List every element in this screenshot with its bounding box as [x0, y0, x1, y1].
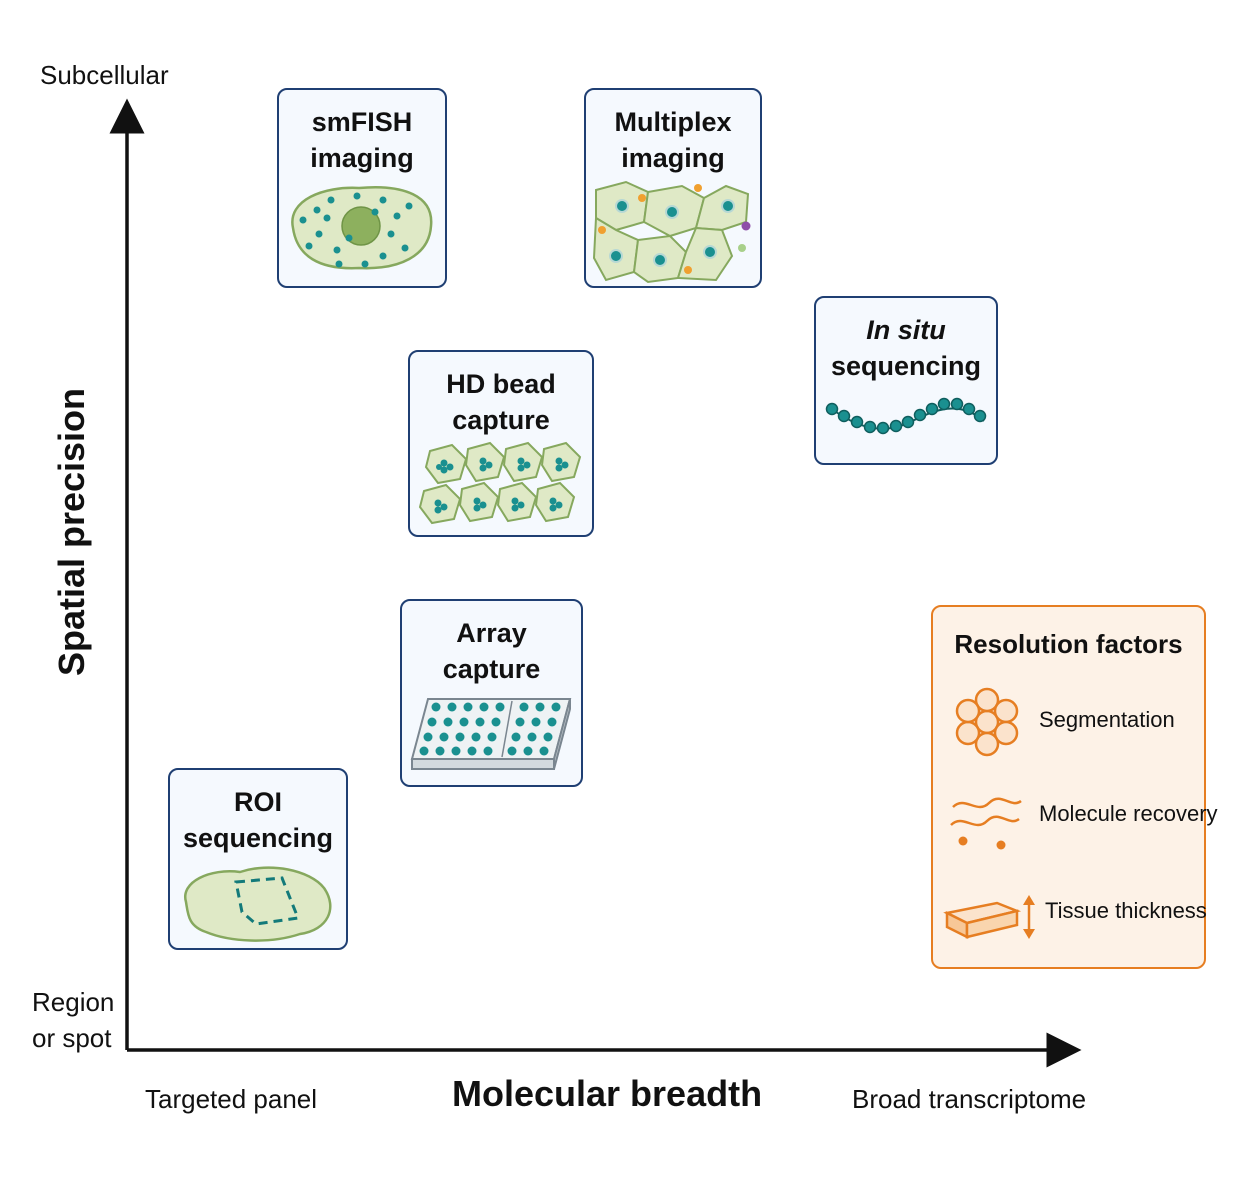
card-label-line1: HD bead	[446, 369, 556, 399]
x-axis-left-label: Targeted panel	[145, 1084, 318, 1114]
legend-resolution-factors: Resolution factors Segmentation Molecule…	[931, 605, 1218, 969]
card-label-line2: sequencing	[830, 351, 982, 381]
card-label-line2: capture	[442, 654, 541, 684]
array-slide-icon	[410, 698, 572, 770]
card-label-line2: sequencing	[182, 823, 334, 853]
card-label: Array capture	[402, 615, 581, 687]
y-axis-bottom-line2: or spot	[32, 1023, 112, 1053]
card-label-line2: imaging	[310, 143, 414, 173]
card-label: smFISH imaging	[279, 104, 445, 176]
molecule-recovery-icon	[950, 797, 1022, 850]
legend-title: Resolution factors	[954, 629, 1183, 659]
x-axis-right-label: Broad transcriptome	[852, 1084, 1087, 1114]
card-label-line1: smFISH	[311, 107, 413, 137]
card-label-line2: imaging	[621, 143, 725, 173]
roi-tissue-icon	[184, 866, 332, 942]
card-label-line1: ROI	[233, 787, 282, 817]
y-axis-title: Spatial precision	[51, 387, 92, 677]
y-axis-bottom-label: Region or spot	[32, 984, 114, 1056]
card-label-line1: Multiplex	[614, 107, 732, 137]
card-roi-sequencing: ROI sequencing	[168, 768, 348, 950]
card-label: Multiplex imaging	[586, 104, 760, 176]
card-hd-bead-capture: HD bead capture	[408, 350, 594, 537]
card-smfish-imaging: smFISH imaging	[277, 88, 447, 288]
y-axis-top-label: Subcellular	[40, 60, 169, 90]
card-label: In situ sequencing	[816, 312, 996, 384]
card-label-line1: Array	[456, 618, 527, 648]
card-label: ROI sequencing	[170, 784, 346, 856]
card-label-line2: capture	[452, 405, 550, 435]
cell-with-dots-icon	[291, 186, 433, 270]
segmentation-icon	[955, 687, 1019, 757]
tissue-thickness-icon	[943, 895, 1035, 940]
card-in-situ-sequencing: In situ sequencing	[814, 296, 998, 465]
legend-label-segmentation: Segmentation	[1039, 707, 1175, 732]
bead-cells-icon	[418, 441, 582, 525]
card-multiplex-imaging: Multiplex imaging	[584, 88, 762, 288]
tissue-cells-icon	[592, 180, 751, 284]
card-label: HD bead capture	[410, 366, 592, 438]
legend-label-molecule-recovery: Molecule recovery	[1039, 801, 1218, 826]
bead-chain-icon	[825, 397, 987, 435]
x-axis-title: Molecular breadth	[452, 1073, 763, 1114]
legend-label-tissue-thickness: Tissue thickness	[1045, 898, 1207, 923]
card-label-line1: In situ	[866, 315, 946, 345]
y-axis-bottom-line1: Region	[32, 987, 115, 1017]
card-array-capture: Array capture	[400, 599, 583, 787]
